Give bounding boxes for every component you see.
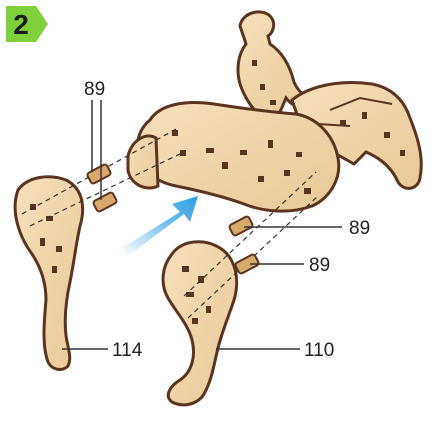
- step-badge: 2: [6, 6, 48, 42]
- step-number: 2: [13, 9, 29, 40]
- callout-label-110: 110: [304, 340, 334, 361]
- callout-label-89-top: 89: [84, 79, 105, 100]
- peg-89-upper: [86, 164, 111, 185]
- peg-89-middle-right: [228, 216, 253, 237]
- horse-body-with-rider: [128, 12, 421, 211]
- callout-label-89-mid: 89: [349, 218, 370, 239]
- callout-label-114: 114: [112, 340, 143, 361]
- leg-part-110: [163, 242, 237, 405]
- callout-label-89-low: 89: [309, 255, 330, 276]
